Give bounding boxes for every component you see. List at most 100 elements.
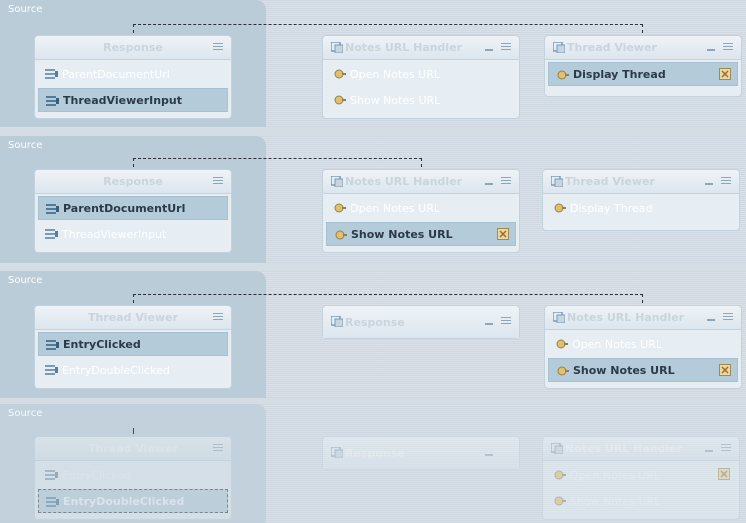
minimize-icon[interactable] [705,450,713,452]
minimize-icon[interactable] [485,49,493,51]
port-label: EntryClicked [63,337,141,351]
source-label: Source [8,275,43,286]
port-display-thread[interactable]: Display Thread [546,196,736,220]
menu-icon[interactable] [721,444,731,453]
menu-icon[interactable] [213,444,223,453]
plug-icon [335,230,347,240]
node-response[interactable]: Response [322,305,520,339]
node-notes-url-handler[interactable]: Notes URL Handler Open Notes URL Show No… [544,305,742,389]
node-notes-url-handler[interactable]: Notes URL Handler Open Notes URL Show No… [322,169,520,253]
menu-icon[interactable] [723,313,733,322]
list-icon [45,470,58,480]
wiring-panel-1: Source Response ParentDocumentUrl Thread… [0,0,746,127]
node-header[interactable]: Response [35,36,231,60]
menu-icon[interactable] [721,177,731,186]
menu-icon[interactable] [501,43,511,52]
wiring-panel-2: Source Response ParentDocumentUrl Thread… [0,136,746,263]
port-label: Show Notes URL [351,227,453,241]
port-show-notes-url[interactable]: Show Notes URL [546,489,736,513]
node-title: Response [103,175,163,188]
port-label: Show Notes URL [350,93,441,107]
port-parentdocumenturl[interactable]: ParentDocumentUrl [38,196,228,220]
port-label: Display Thread [573,67,666,81]
port-open-notes-url[interactable]: Open Notes URL [548,332,738,356]
link-icon [553,42,565,53]
link-icon [331,176,343,187]
node-thread-viewer[interactable]: Thread Viewer Display Thread [542,169,740,231]
port-label: Show Notes URL [570,494,661,508]
menu-icon[interactable] [501,317,511,326]
node-response[interactable]: Response ParentDocumentUrl ThreadViewerI… [34,35,232,119]
plug-icon [556,339,568,349]
node-notes-url-handler[interactable]: Notes URL Handler Open Notes URL Show No… [322,35,520,119]
plug-icon [554,496,566,506]
wiring-panel-3: Source Thread Viewer EntryClicked EntryD… [0,271,746,398]
port-entrydoubleclicked[interactable]: EntryDoubleClicked [38,358,228,382]
node-header[interactable]: Thread Viewer [35,437,231,461]
wire-connection [133,24,643,33]
minimize-icon[interactable] [707,319,715,321]
minimize-icon[interactable] [485,323,493,325]
remove-connection-icon[interactable] [719,68,731,80]
port-entrydoubleclicked[interactable]: EntryDoubleClicked [38,489,228,513]
port-threadviewerinput[interactable]: ThreadViewerInput [38,88,228,112]
node-response[interactable]: Response [322,436,520,470]
node-title: Notes URL Handler [345,175,463,188]
node-header[interactable]: Notes URL Handler [323,170,519,194]
minimize-icon[interactable] [705,183,713,185]
node-thread-viewer[interactable]: Thread Viewer EntryClicked EntryDoubleCl… [34,436,232,520]
node-header[interactable]: Response [323,437,519,469]
menu-icon[interactable] [501,177,511,186]
port-label: Display Thread [570,201,653,215]
port-show-notes-url[interactable]: Show Notes URL [326,88,516,112]
plug-icon [557,70,569,80]
remove-connection-icon[interactable] [718,468,730,480]
link-icon [331,42,343,53]
link-icon [551,176,563,187]
node-header[interactable]: Notes URL Handler [323,36,519,60]
node-header[interactable]: Notes URL Handler [543,437,739,461]
node-header[interactable]: Thread Viewer [545,36,741,60]
node-response[interactable]: Response ParentDocumentUrl ThreadViewerI… [34,169,232,253]
port-open-notes-url[interactable]: Open Notes URL [546,463,736,487]
port-parentdocumenturl[interactable]: ParentDocumentUrl [38,62,228,86]
list-icon [45,69,58,79]
port-show-notes-url[interactable]: Show Notes URL [548,358,738,382]
port-label: Open Notes URL [570,468,660,482]
minimize-icon[interactable] [485,454,493,456]
port-label: Show Notes URL [573,363,675,377]
port-label: Open Notes URL [350,67,440,81]
remove-connection-icon[interactable] [719,364,731,376]
port-entryclicked[interactable]: EntryClicked [38,332,228,356]
node-thread-viewer[interactable]: Thread Viewer Display Thread [544,35,742,97]
node-thread-viewer[interactable]: Thread Viewer EntryClicked EntryDoubleCl… [34,305,232,389]
port-threadviewerinput[interactable]: ThreadViewerInput [38,222,228,246]
plug-icon [334,203,346,213]
remove-connection-icon[interactable] [497,228,509,240]
minimize-icon[interactable] [707,49,715,51]
port-display-thread[interactable]: Display Thread [548,62,738,86]
node-header[interactable]: Notes URL Handler [545,306,741,330]
menu-icon[interactable] [213,313,223,322]
port-show-notes-url[interactable]: Show Notes URL [326,222,516,246]
node-header[interactable]: Thread Viewer [35,306,231,330]
node-header[interactable]: Response [35,170,231,194]
menu-icon[interactable] [213,177,223,186]
port-entryclicked[interactable]: EntryClicked [38,463,228,487]
list-icon [46,340,59,350]
node-title: Notes URL Handler [565,442,683,455]
node-header[interactable]: Response [323,306,519,338]
node-title: Notes URL Handler [567,311,685,324]
menu-icon[interactable] [213,43,223,52]
list-icon [46,204,59,214]
node-title: Thread Viewer [567,41,657,54]
minimize-icon[interactable] [485,183,493,185]
node-notes-url-handler[interactable]: Notes URL Handler Open Notes URL Show No… [542,436,740,520]
menu-icon[interactable] [723,43,733,52]
plug-icon [554,203,566,213]
node-header[interactable]: Thread Viewer [543,170,739,194]
port-label: EntryClicked [62,468,131,482]
port-open-notes-url[interactable]: Open Notes URL [326,196,516,220]
port-open-notes-url[interactable]: Open Notes URL [326,62,516,86]
port-label: ParentDocumentUrl [62,67,170,81]
